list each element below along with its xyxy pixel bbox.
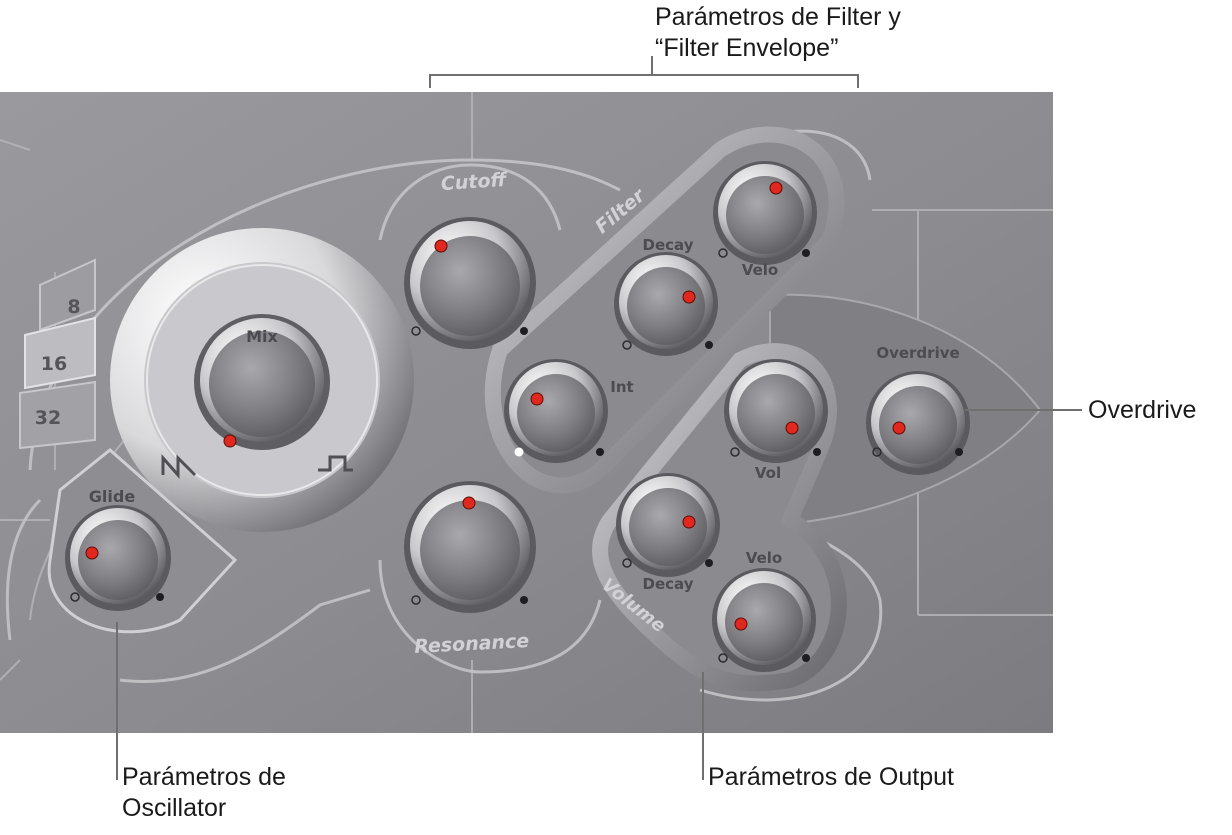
callout-output: Parámetros de Output [708, 763, 954, 791]
callout-oscillator: Parámetros de Oscillator [122, 762, 286, 824]
knob-filter-int[interactable] [504, 359, 608, 463]
knob-volume-decay[interactable] [616, 473, 720, 577]
callout-overdrive: Overdrive [1088, 396, 1197, 424]
octave-switch [19, 258, 96, 450]
knob-cutoff[interactable] [404, 217, 536, 349]
knob-filter-velo[interactable] [713, 161, 817, 265]
knob-filter-decay[interactable] [614, 252, 718, 356]
knob-mix[interactable] [194, 314, 330, 450]
octave-button-8[interactable]: 8 [67, 296, 80, 318]
callout-filter-line1: Parámetros de Filter y [655, 3, 901, 31]
callout-lines [116, 56, 1082, 780]
callout-bracket-filter [429, 74, 859, 88]
label-cutoff: Cutoff [440, 169, 509, 196]
knob-volume-vol[interactable] [724, 359, 828, 463]
label-mix: Mix [246, 327, 278, 346]
label-filter-velo: Velo [742, 261, 778, 279]
label-volume-decay: Decay [643, 575, 694, 593]
octave-button-32[interactable]: 32 [35, 407, 61, 429]
callout-oscillator-line2: Oscillator [122, 794, 227, 822]
knob-overdrive[interactable] [866, 371, 970, 475]
sawtooth-wave-icon [161, 454, 197, 479]
label-volume-velo: Velo [746, 549, 782, 567]
label-glide: Glide [89, 487, 136, 506]
label-overdrive: Overdrive [876, 344, 959, 362]
knob-volume-velo[interactable] [712, 568, 816, 672]
octave-button-16[interactable]: 16 [41, 353, 67, 375]
callout-filter-line2: “Filter Envelope” [655, 34, 839, 62]
callout-oscillator-line1: Parámetros de [122, 763, 286, 791]
label-filter-int: Int [610, 378, 633, 396]
callout-filter: Parámetros de Filter y “Filter Envelope” [655, 2, 901, 64]
label-filter-decay: Decay [643, 236, 694, 254]
square-wave-icon [318, 455, 353, 472]
knob-glide[interactable] [65, 505, 171, 611]
knob-resonance[interactable] [404, 481, 536, 613]
label-volume-vol: Vol [755, 464, 781, 482]
